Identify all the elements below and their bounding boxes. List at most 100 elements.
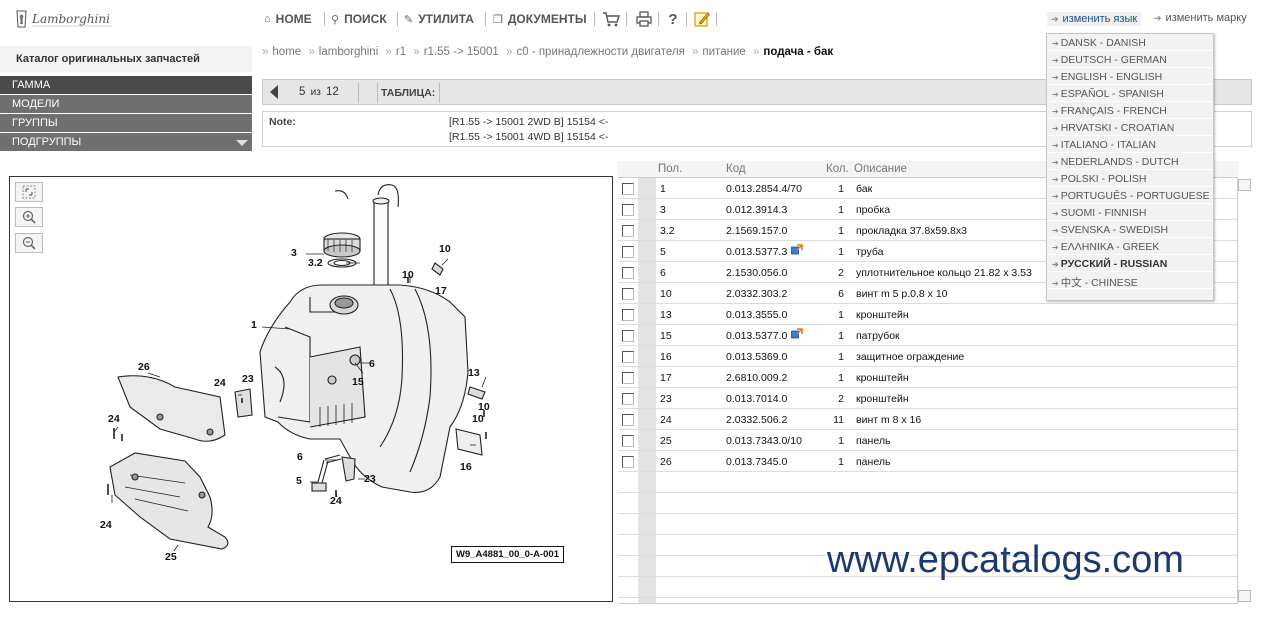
row-checkbox[interactable] bbox=[622, 288, 634, 300]
callout-10[interactable]: 10 bbox=[402, 269, 414, 281]
home-nav[interactable]: ⌂ HOME bbox=[264, 10, 312, 28]
row-code[interactable]: 0.013.5377.3 bbox=[726, 246, 788, 258]
callout-24[interactable]: 24 bbox=[214, 377, 226, 389]
row-checkbox[interactable] bbox=[622, 435, 634, 447]
language-option[interactable]: ➔ITALIANO - ITALIAN bbox=[1047, 136, 1213, 153]
callout-3[interactable]: 3 bbox=[291, 247, 297, 259]
breadcrumb-group[interactable]: c0 - принадлежности двигателя bbox=[516, 46, 685, 58]
header-code[interactable]: Код bbox=[726, 163, 746, 175]
row-checkbox[interactable] bbox=[622, 351, 634, 363]
row-code[interactable]: 0.013.7343.0/10 bbox=[726, 435, 802, 447]
fit-view-button[interactable] bbox=[15, 182, 43, 202]
callout-6[interactable]: 6 bbox=[297, 451, 303, 463]
help-icon[interactable]: ? bbox=[668, 10, 678, 28]
row-checkbox[interactable] bbox=[622, 225, 634, 237]
callout-25[interactable]: 25 bbox=[165, 551, 177, 563]
row-code[interactable]: 0.013.7345.0 bbox=[726, 456, 788, 468]
language-option[interactable]: ➔SUOMI - FINNISH bbox=[1047, 204, 1213, 221]
sidebar-item-subgroups[interactable]: ПОДГРУППЫ bbox=[0, 133, 252, 151]
callout-1[interactable]: 1 bbox=[251, 319, 257, 331]
row-checkbox[interactable] bbox=[622, 330, 634, 342]
row-code[interactable]: 0.013.5369.0 bbox=[726, 351, 788, 363]
documents-nav[interactable]: ❐ ДОКУМЕНТЫ bbox=[493, 10, 587, 28]
breadcrumb-model[interactable]: r1.55 -> 15001 bbox=[423, 46, 499, 58]
row-checkbox[interactable] bbox=[622, 456, 634, 468]
callout-13[interactable]: 13 bbox=[468, 367, 480, 379]
zoom-in-button[interactable] bbox=[15, 207, 43, 227]
row-code[interactable]: 2.6810.009.2 bbox=[726, 372, 788, 384]
notepad-icon[interactable] bbox=[692, 9, 712, 29]
row-checkbox[interactable] bbox=[622, 414, 634, 426]
callout-6[interactable]: 6 bbox=[369, 358, 375, 370]
row-code[interactable]: 0.013.7014.0 bbox=[726, 393, 788, 405]
row-checkbox[interactable] bbox=[622, 393, 634, 405]
breadcrumb-brand[interactable]: lamborghini bbox=[318, 46, 379, 58]
header-quantity[interactable]: Кол. bbox=[826, 163, 849, 175]
callout-10[interactable]: 10 bbox=[472, 413, 484, 425]
zoom-out-button[interactable] bbox=[15, 233, 43, 253]
scroll-down-button[interactable] bbox=[1238, 590, 1251, 602]
callout-24[interactable]: 24 bbox=[108, 413, 120, 425]
replacement-icon[interactable] bbox=[791, 244, 803, 255]
language-option[interactable]: ➔DEUTSCH - GERMAN bbox=[1047, 51, 1213, 68]
row-code[interactable]: 0.013.3555.0 bbox=[726, 309, 788, 321]
callout-16[interactable]: 16 bbox=[460, 461, 472, 473]
callout-17[interactable]: 17 bbox=[435, 285, 447, 297]
callout-10[interactable]: 10 bbox=[439, 243, 451, 255]
callout-10[interactable]: 10 bbox=[478, 401, 490, 413]
language-option[interactable]: ➔SVENSKA - SWEDISH bbox=[1047, 221, 1213, 238]
language-option[interactable]: ➔POLSKI - POLISH bbox=[1047, 170, 1213, 187]
print-icon[interactable] bbox=[634, 9, 654, 29]
row-checkbox[interactable] bbox=[622, 183, 634, 195]
lamborghini-logo[interactable]: Lamborghini bbox=[14, 8, 118, 30]
language-option[interactable]: ➔HRVATSKI - CROATIAN bbox=[1047, 119, 1213, 136]
callout-26[interactable]: 26 bbox=[138, 361, 150, 373]
cart-icon[interactable] bbox=[601, 9, 621, 29]
search-nav[interactable]: ⚲ ПОИСК bbox=[331, 10, 387, 28]
breadcrumb-home[interactable]: home bbox=[272, 46, 302, 58]
row-code[interactable]: 0.012.3914.3 bbox=[726, 204, 788, 216]
callout-24[interactable]: 24 bbox=[100, 519, 112, 531]
callout-5[interactable]: 5 bbox=[296, 475, 302, 487]
language-option[interactable]: ➔中文 - CHINESE bbox=[1047, 272, 1213, 289]
row-code[interactable]: 2.0332.303.2 bbox=[726, 288, 788, 300]
change-brand-link[interactable]: ➔изменить марку bbox=[1154, 12, 1247, 24]
sidebar-item-models[interactable]: МОДЕЛИ bbox=[0, 95, 252, 113]
language-option[interactable]: ➔NEDERLANDS - DUTCH bbox=[1047, 153, 1213, 170]
row-code[interactable]: 2.0332.506.2 bbox=[726, 414, 788, 426]
exploded-diagram[interactable]: 3 3.2 10 17 10 1 6 15 26 24 23 13 10 24 … bbox=[9, 176, 613, 602]
row-code[interactable]: 2.1569.157.0 bbox=[726, 225, 788, 237]
callout-15[interactable]: 15 bbox=[352, 376, 364, 388]
callout-24[interactable]: 24 bbox=[330, 495, 342, 507]
sidebar-item-range[interactable]: ГАММА bbox=[0, 76, 252, 94]
language-option[interactable]: ➔DANSK - DANISH bbox=[1047, 34, 1213, 51]
breadcrumb-range[interactable]: r1 bbox=[395, 46, 407, 58]
replacement-icon[interactable] bbox=[791, 328, 803, 339]
change-language-link[interactable]: ➔изменить язык bbox=[1047, 12, 1142, 26]
header-description[interactable]: Описание bbox=[854, 163, 907, 175]
row-checkbox[interactable] bbox=[622, 246, 634, 258]
row-checkbox[interactable] bbox=[622, 204, 634, 216]
row-code[interactable]: 0.013.5377.0 bbox=[726, 330, 788, 342]
callout-3-2[interactable]: 3.2 bbox=[308, 257, 323, 269]
callout-23[interactable]: 23 bbox=[242, 373, 254, 385]
vertical-scrollbar[interactable] bbox=[1237, 177, 1251, 604]
language-option[interactable]: ➔ENGLISH - ENGLISH bbox=[1047, 68, 1213, 85]
callout-23[interactable]: 23 bbox=[364, 473, 376, 485]
row-checkbox[interactable] bbox=[622, 372, 634, 384]
language-option[interactable]: ➔PORTUGUÊS - PORTUGUESE bbox=[1047, 187, 1213, 204]
language-option[interactable]: ➔FRANÇAIS - FRENCH bbox=[1047, 102, 1213, 119]
scroll-up-button[interactable] bbox=[1238, 179, 1251, 191]
